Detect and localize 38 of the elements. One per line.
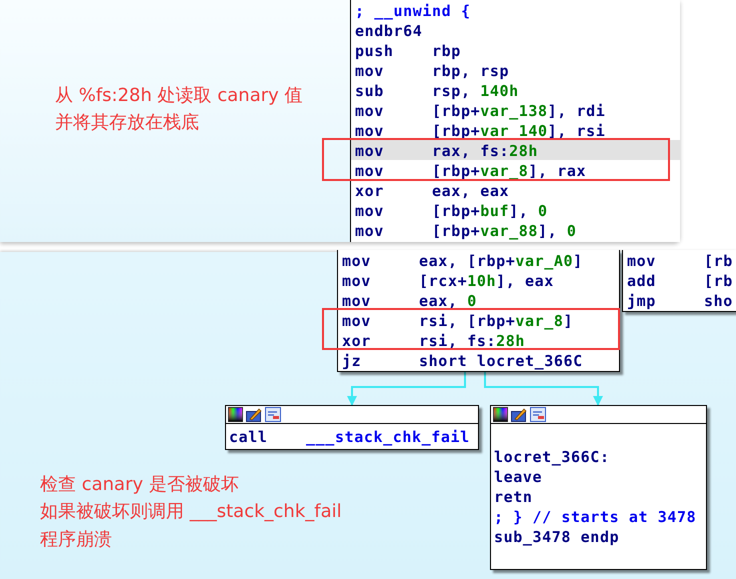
code-line: sub_3478 endp	[494, 528, 620, 546]
code-line: leave	[494, 468, 542, 486]
code-block	[337, 250, 620, 372]
code-line: mov eax, [rbp+var_A0]	[342, 252, 583, 270]
code-block	[490, 405, 707, 570]
code-line: mov [rb	[627, 252, 733, 270]
code-line: ; } // starts at 3478	[494, 508, 696, 526]
code-line: endbr64	[355, 22, 422, 40]
code-line: locret_366C:	[494, 448, 610, 466]
code-line: mov rsi, [rbp+var_8]	[342, 312, 574, 330]
code-block	[350, 0, 680, 242]
code-line: add [rb	[627, 272, 733, 290]
code-line: push rbp	[355, 42, 461, 60]
flow-arrow	[347, 372, 466, 406]
annotation-text: 如果被破坏则调用 ___stack_chk_fail	[40, 500, 342, 524]
code-line: call ___stack_chk_fail	[229, 428, 470, 446]
code-line: jz short locret_366C	[342, 352, 583, 370]
code-block	[225, 405, 479, 450]
code-line: mov rax, fs:28h	[355, 142, 538, 160]
code-line: mov [rbp+var_8], rax	[355, 162, 586, 180]
code-line: mov eax, 0	[342, 292, 477, 310]
code-line: xor rsi, fs:28h	[342, 332, 525, 350]
code-line: ; __unwind {	[355, 2, 471, 20]
code-line: retn	[494, 488, 533, 506]
code-line: xor eax, eax	[355, 182, 510, 200]
code-line: mov [rbp+var_88], 0	[355, 222, 577, 240]
flow-arrow	[484, 372, 603, 406]
code-line: sub rsp, 140h	[355, 82, 519, 100]
annotation-text: 并将其存放在栈底	[55, 111, 199, 135]
annotation-text: 检查 canary 是否被破坏	[40, 473, 239, 497]
code-block	[622, 250, 736, 312]
code-line: mov rbp, rsp	[355, 62, 510, 80]
code-line: mov [rbp+var_138], rdi	[355, 102, 606, 120]
annotation-text: 从 %fs:28h 处读取 canary 值	[55, 84, 302, 108]
code-line: mov [rbp+buf], 0	[355, 202, 548, 220]
code-line: jmp sho	[627, 292, 733, 310]
code-line: mov [rcx+10h], eax	[342, 272, 554, 290]
annotation-text: 程序崩溃	[40, 528, 112, 552]
